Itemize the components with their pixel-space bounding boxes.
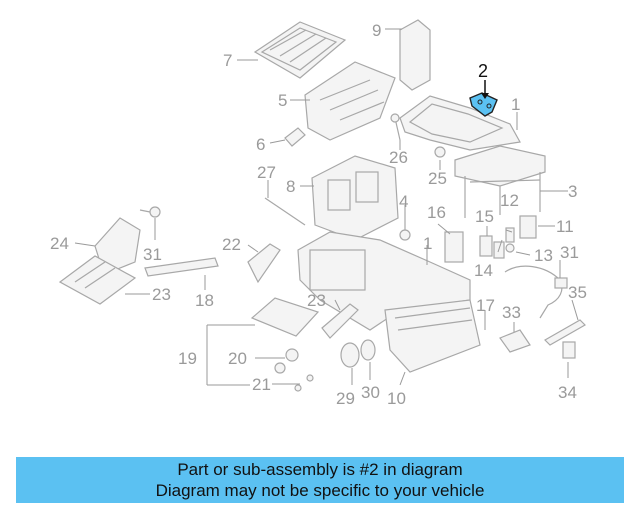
part-3-shape [454,145,546,218]
label-21: 21 [252,375,271,394]
label-35: 35 [568,283,587,302]
part-4-shape [399,212,411,241]
label-32: 31 [560,243,579,262]
part-20-shape [274,348,299,374]
label-33: 33 [502,303,521,322]
label-17: 17 [476,296,495,315]
label-23: 23 [307,291,326,310]
label-14: 14 [474,261,493,280]
label-11: 11 [556,217,574,236]
part-6-shape [284,127,306,147]
label-18: 18 [195,291,214,310]
part-19-shape [250,297,320,337]
part-28-shape [264,197,306,226]
label-34: 34 [558,383,577,402]
part-33-shape [499,329,531,353]
label-8: 8 [286,177,295,196]
label-27: 26 [389,148,408,167]
label-16: 16 [427,203,446,222]
part-32-shape [504,265,568,319]
part-9-shape [399,19,431,91]
label-28: 27 [257,163,276,182]
part-11-shape [519,215,537,239]
banner-line-2: Diagram may not be specific to your vehi… [155,481,485,500]
part-34-shape [562,341,576,359]
part-24-shape [58,255,137,305]
part-26-shape [434,146,446,158]
label-4: 4 [399,192,408,211]
part-21-shape [294,374,314,392]
info-banner: Part or sub-assembly is #2 in diagram Di… [16,457,624,503]
part-23-shape [321,303,359,339]
label-6: 6 [256,135,265,154]
part-29-shape [340,342,360,368]
label-29: 29 [336,389,355,408]
part-17-shape [384,299,481,373]
label-12: 12 [500,191,519,210]
label-19: 19 [178,349,197,368]
parts-diagram: 9 7 5 6 26 2 1 3 25 8 27 4 16 15 12 11 1… [50,19,587,408]
label-1-upper: 1 [511,95,520,114]
banner-line-1: Part or sub-assembly is #2 in diagram [177,460,463,479]
label-15: 15 [475,207,494,226]
part-13-shape [505,243,515,253]
part-number-labels: 9 7 5 6 26 2 1 3 25 8 27 4 16 15 12 11 1… [50,21,587,408]
label-9: 9 [372,21,381,40]
label-7: 7 [223,51,232,70]
part-16-shape [444,231,464,263]
label-30: 30 [361,383,380,402]
part-30-shape [360,339,376,361]
part-22-shape [247,243,281,284]
part-1-upper-shape [399,95,521,151]
label-25: 24 [50,234,69,253]
part-15-shape [479,235,493,257]
part-35-shape [544,319,586,346]
label-20: 20 [228,349,247,368]
label-2: 2 [478,61,488,81]
part-18-shape [144,257,219,277]
label-5: 5 [278,91,287,110]
part-8-shape [311,155,399,241]
part-7-shape [253,21,347,79]
part-12-shape [505,227,515,243]
label-22: 22 [222,235,241,254]
label-31: 31 [143,245,162,264]
leader-lines [74,28,579,386]
label-24: 23 [152,285,171,304]
label-10: 10 [387,389,406,408]
part-31-shape [139,206,161,218]
label-13: 13 [534,246,553,265]
label-1-lower: 1 [423,234,432,253]
part-5-shape [304,61,396,141]
label-26: 25 [428,169,447,188]
part-27-shape [390,113,401,141]
label-3: 3 [568,182,577,201]
